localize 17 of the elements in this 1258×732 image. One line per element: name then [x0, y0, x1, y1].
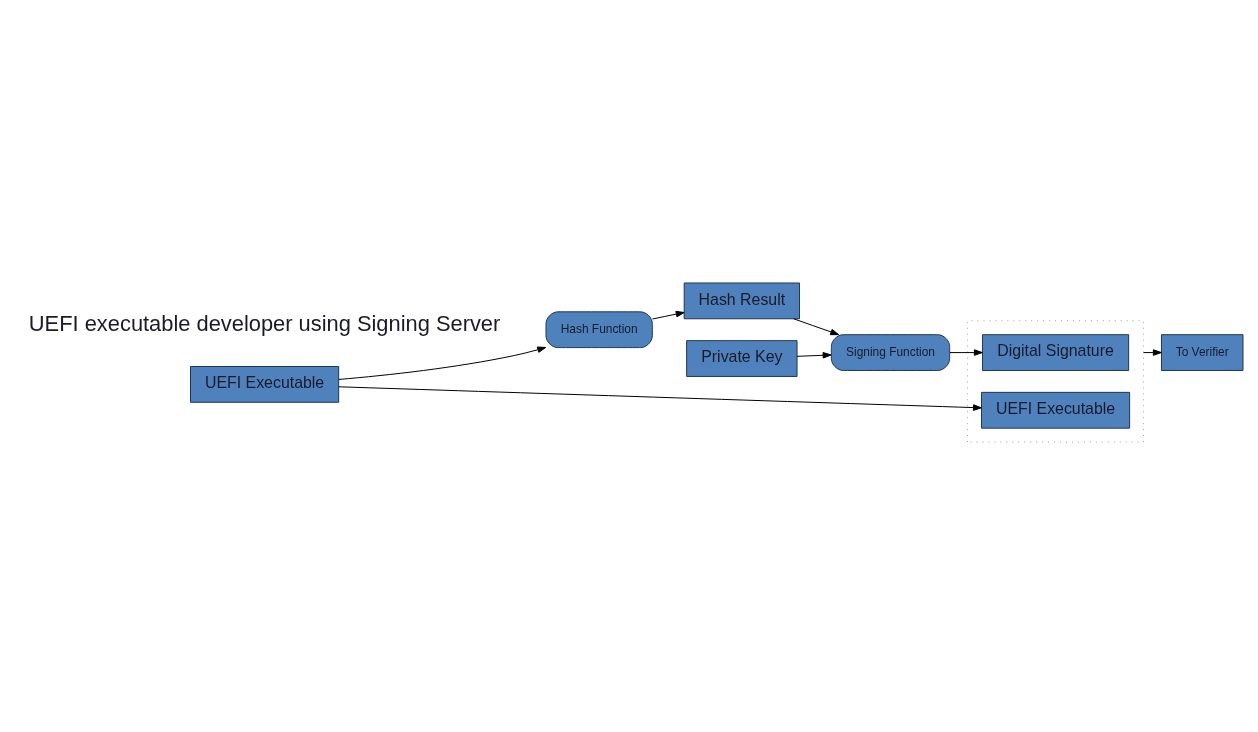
node-box: Hash Function: [545, 310, 653, 348]
node-box: UEFI Executable: [190, 365, 340, 403]
arrow: [949, 348, 983, 356]
node-box: Digital Signature: [982, 333, 1130, 371]
cluster: [967, 319, 1145, 443]
arrow: [793, 317, 840, 335]
node-box: Hash Result: [683, 282, 801, 319]
arrow: [338, 346, 547, 380]
arrow: [796, 351, 832, 359]
node-box: Private Key: [686, 339, 798, 377]
node-box: To Verifier: [1160, 333, 1244, 371]
arrow: [338, 385, 982, 411]
node-box: UEFI Executable: [981, 391, 1131, 429]
node-box: Signing Function: [830, 333, 951, 371]
arrow: [652, 310, 685, 319]
arrow: [1143, 348, 1162, 356]
label: UEFI executable developer using Signing Server: [28, 310, 501, 336]
